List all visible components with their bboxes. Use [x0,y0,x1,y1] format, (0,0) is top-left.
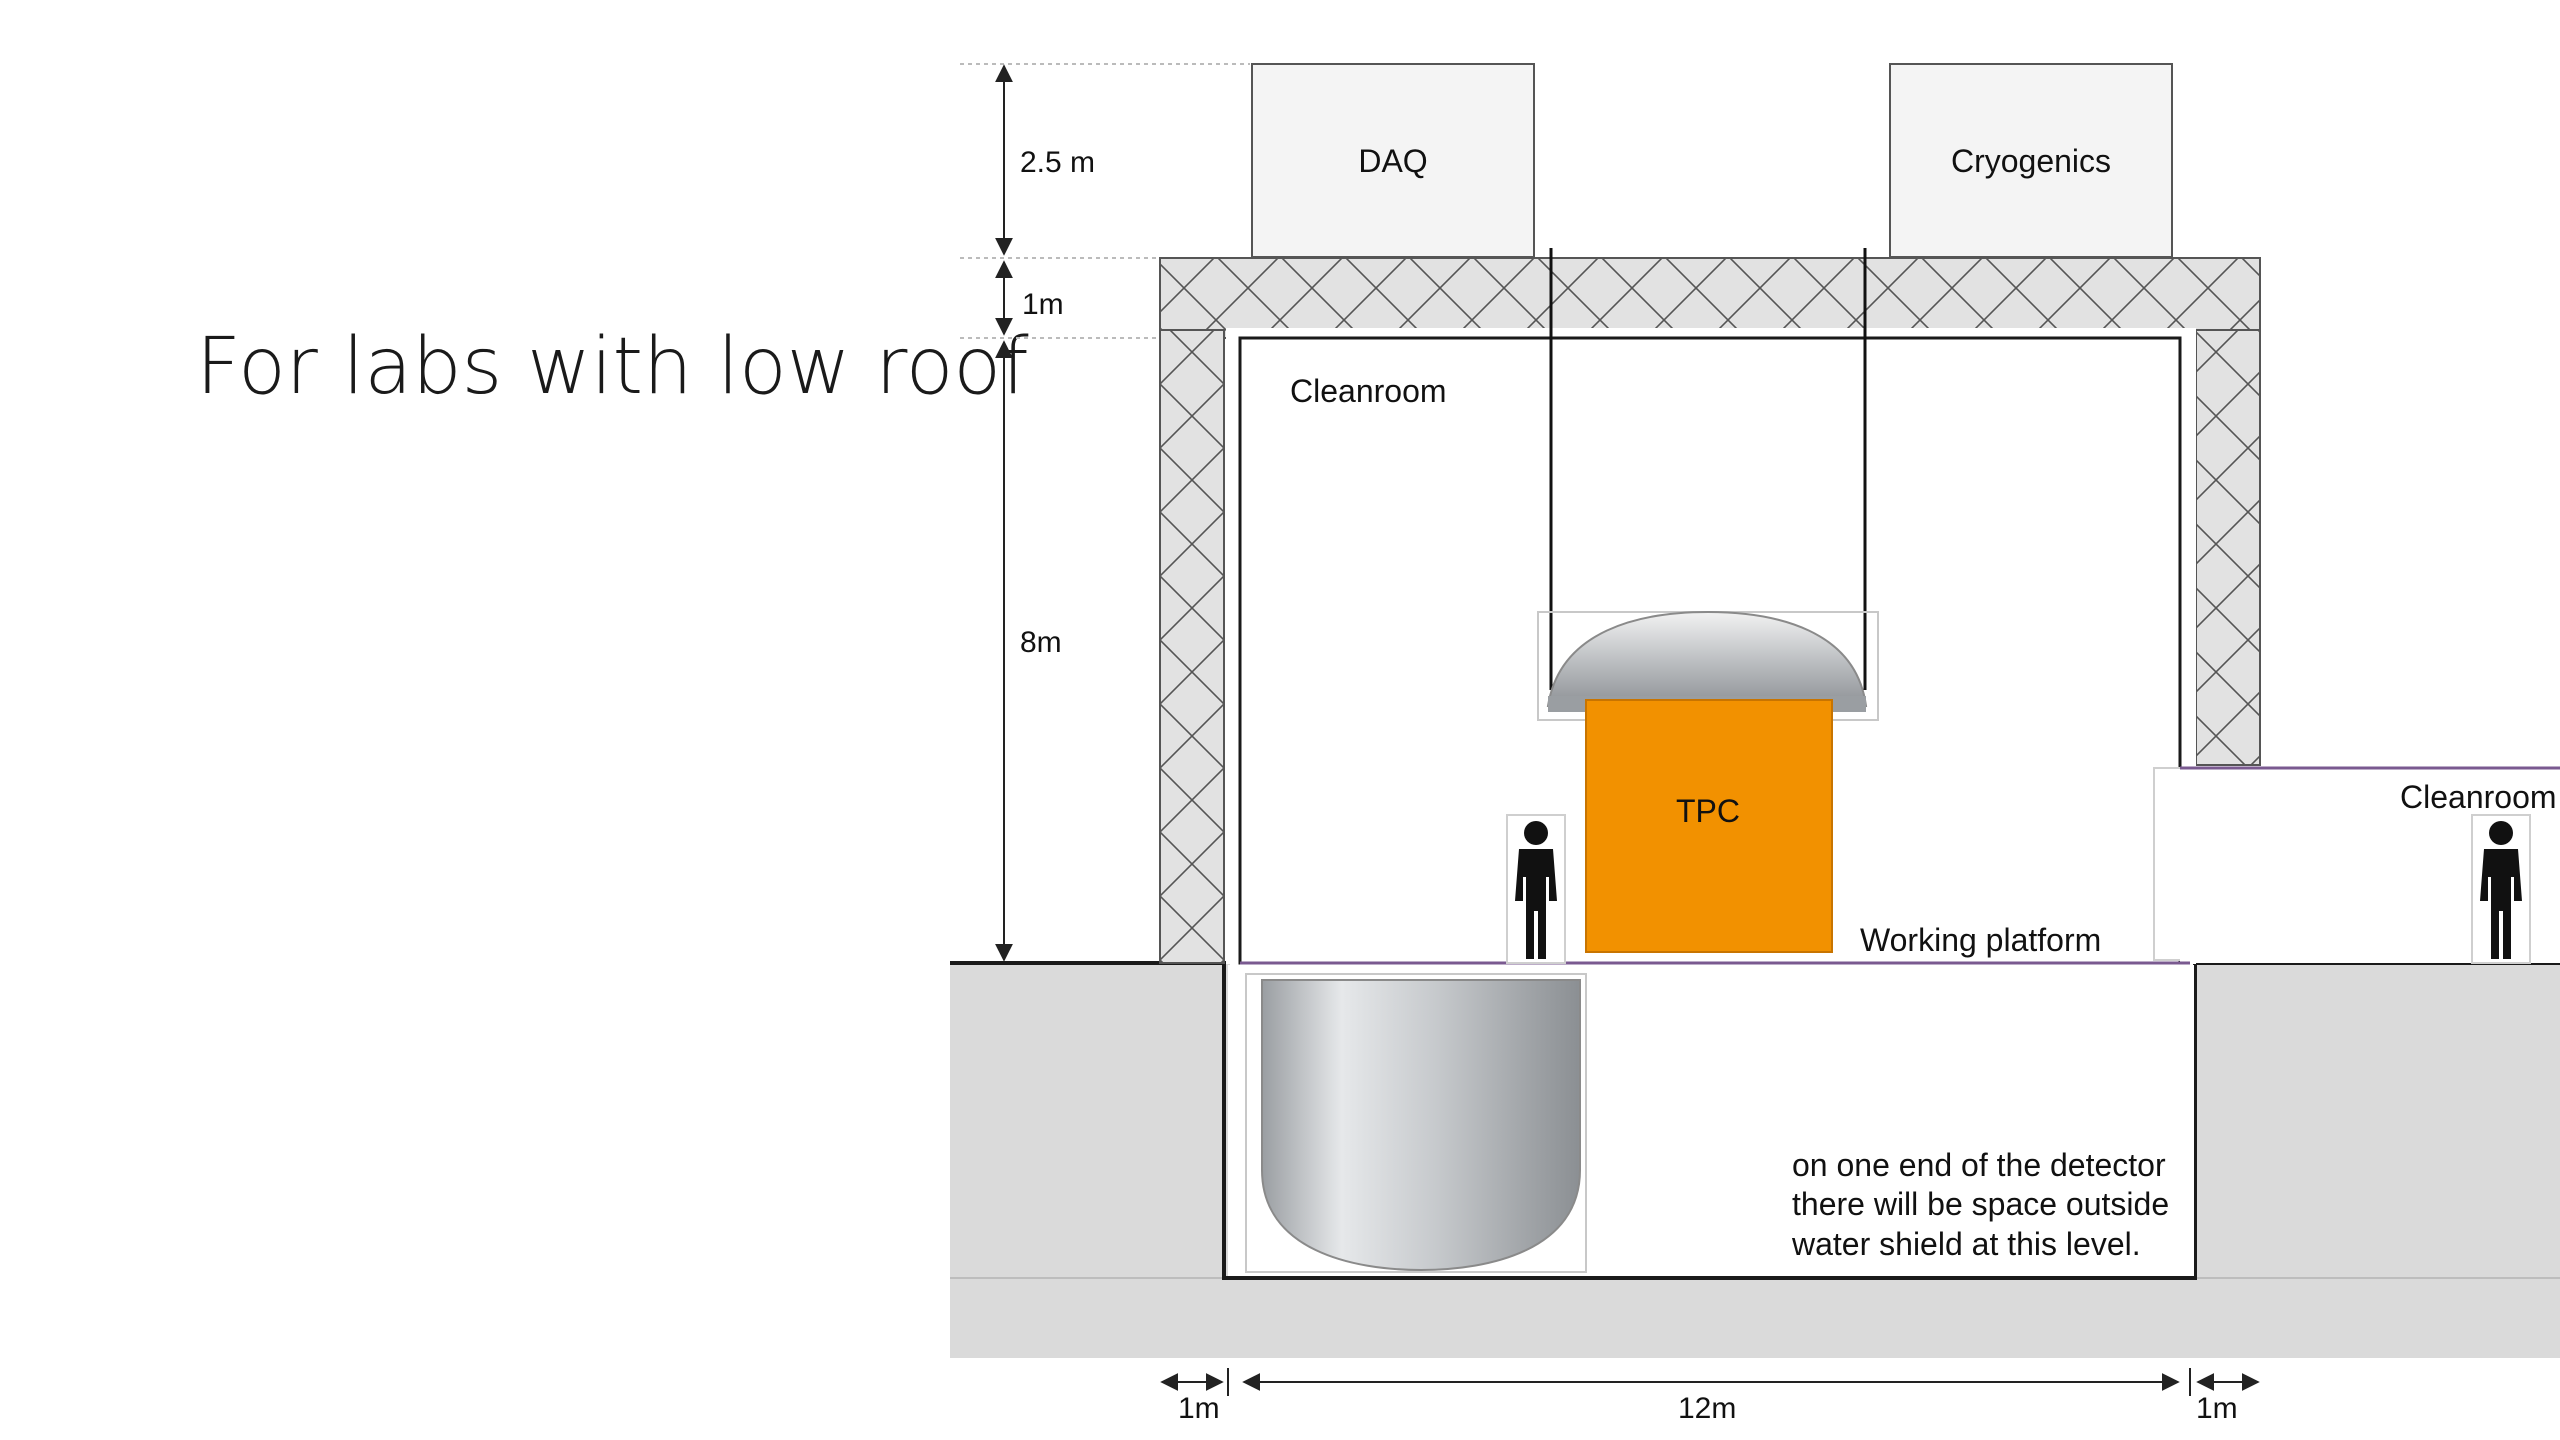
dim-left-wall: 1m [1178,1392,1220,1425]
daq-label: DAQ [1358,143,1427,179]
dim-top-box: 2.5 m [1020,146,1095,179]
working-platform-label: Working platform [1860,922,2101,958]
person-icon [2471,814,2531,964]
lower-tank [1245,973,1587,1273]
side-cleanroom-label: Cleanroom [2400,779,2557,815]
note-line-1: on one end of the detector [1792,1147,2166,1183]
daq-box [1251,63,1535,258]
dim-room-height: 8m [1020,626,1062,659]
vertical-dimensions [960,63,1250,962]
tpc-block [1585,699,1833,953]
note-line-3: water shield at this level. [1791,1226,2141,1262]
suspension-cables [1549,248,1867,690]
water-shield [1159,257,2261,964]
person-icon [1506,814,1566,964]
tpc-label: TPC [1676,793,1740,829]
ground [950,961,2560,1358]
dim-right-wall: 1m [2196,1392,2238,1425]
horizontal-dimensions [1160,1368,2260,1396]
cleanroom-label: Cleanroom [1290,373,1447,409]
dim-inner-width: 12m [1678,1392,1736,1425]
dim-roof: 1m [1022,288,1064,321]
note-line-2: there will be space outside [1792,1186,2169,1222]
slide-title: For labs with low roof [196,322,1029,412]
cryogenics-label: Cryogenics [1951,143,2111,179]
cryogenics-box [1889,63,2173,258]
